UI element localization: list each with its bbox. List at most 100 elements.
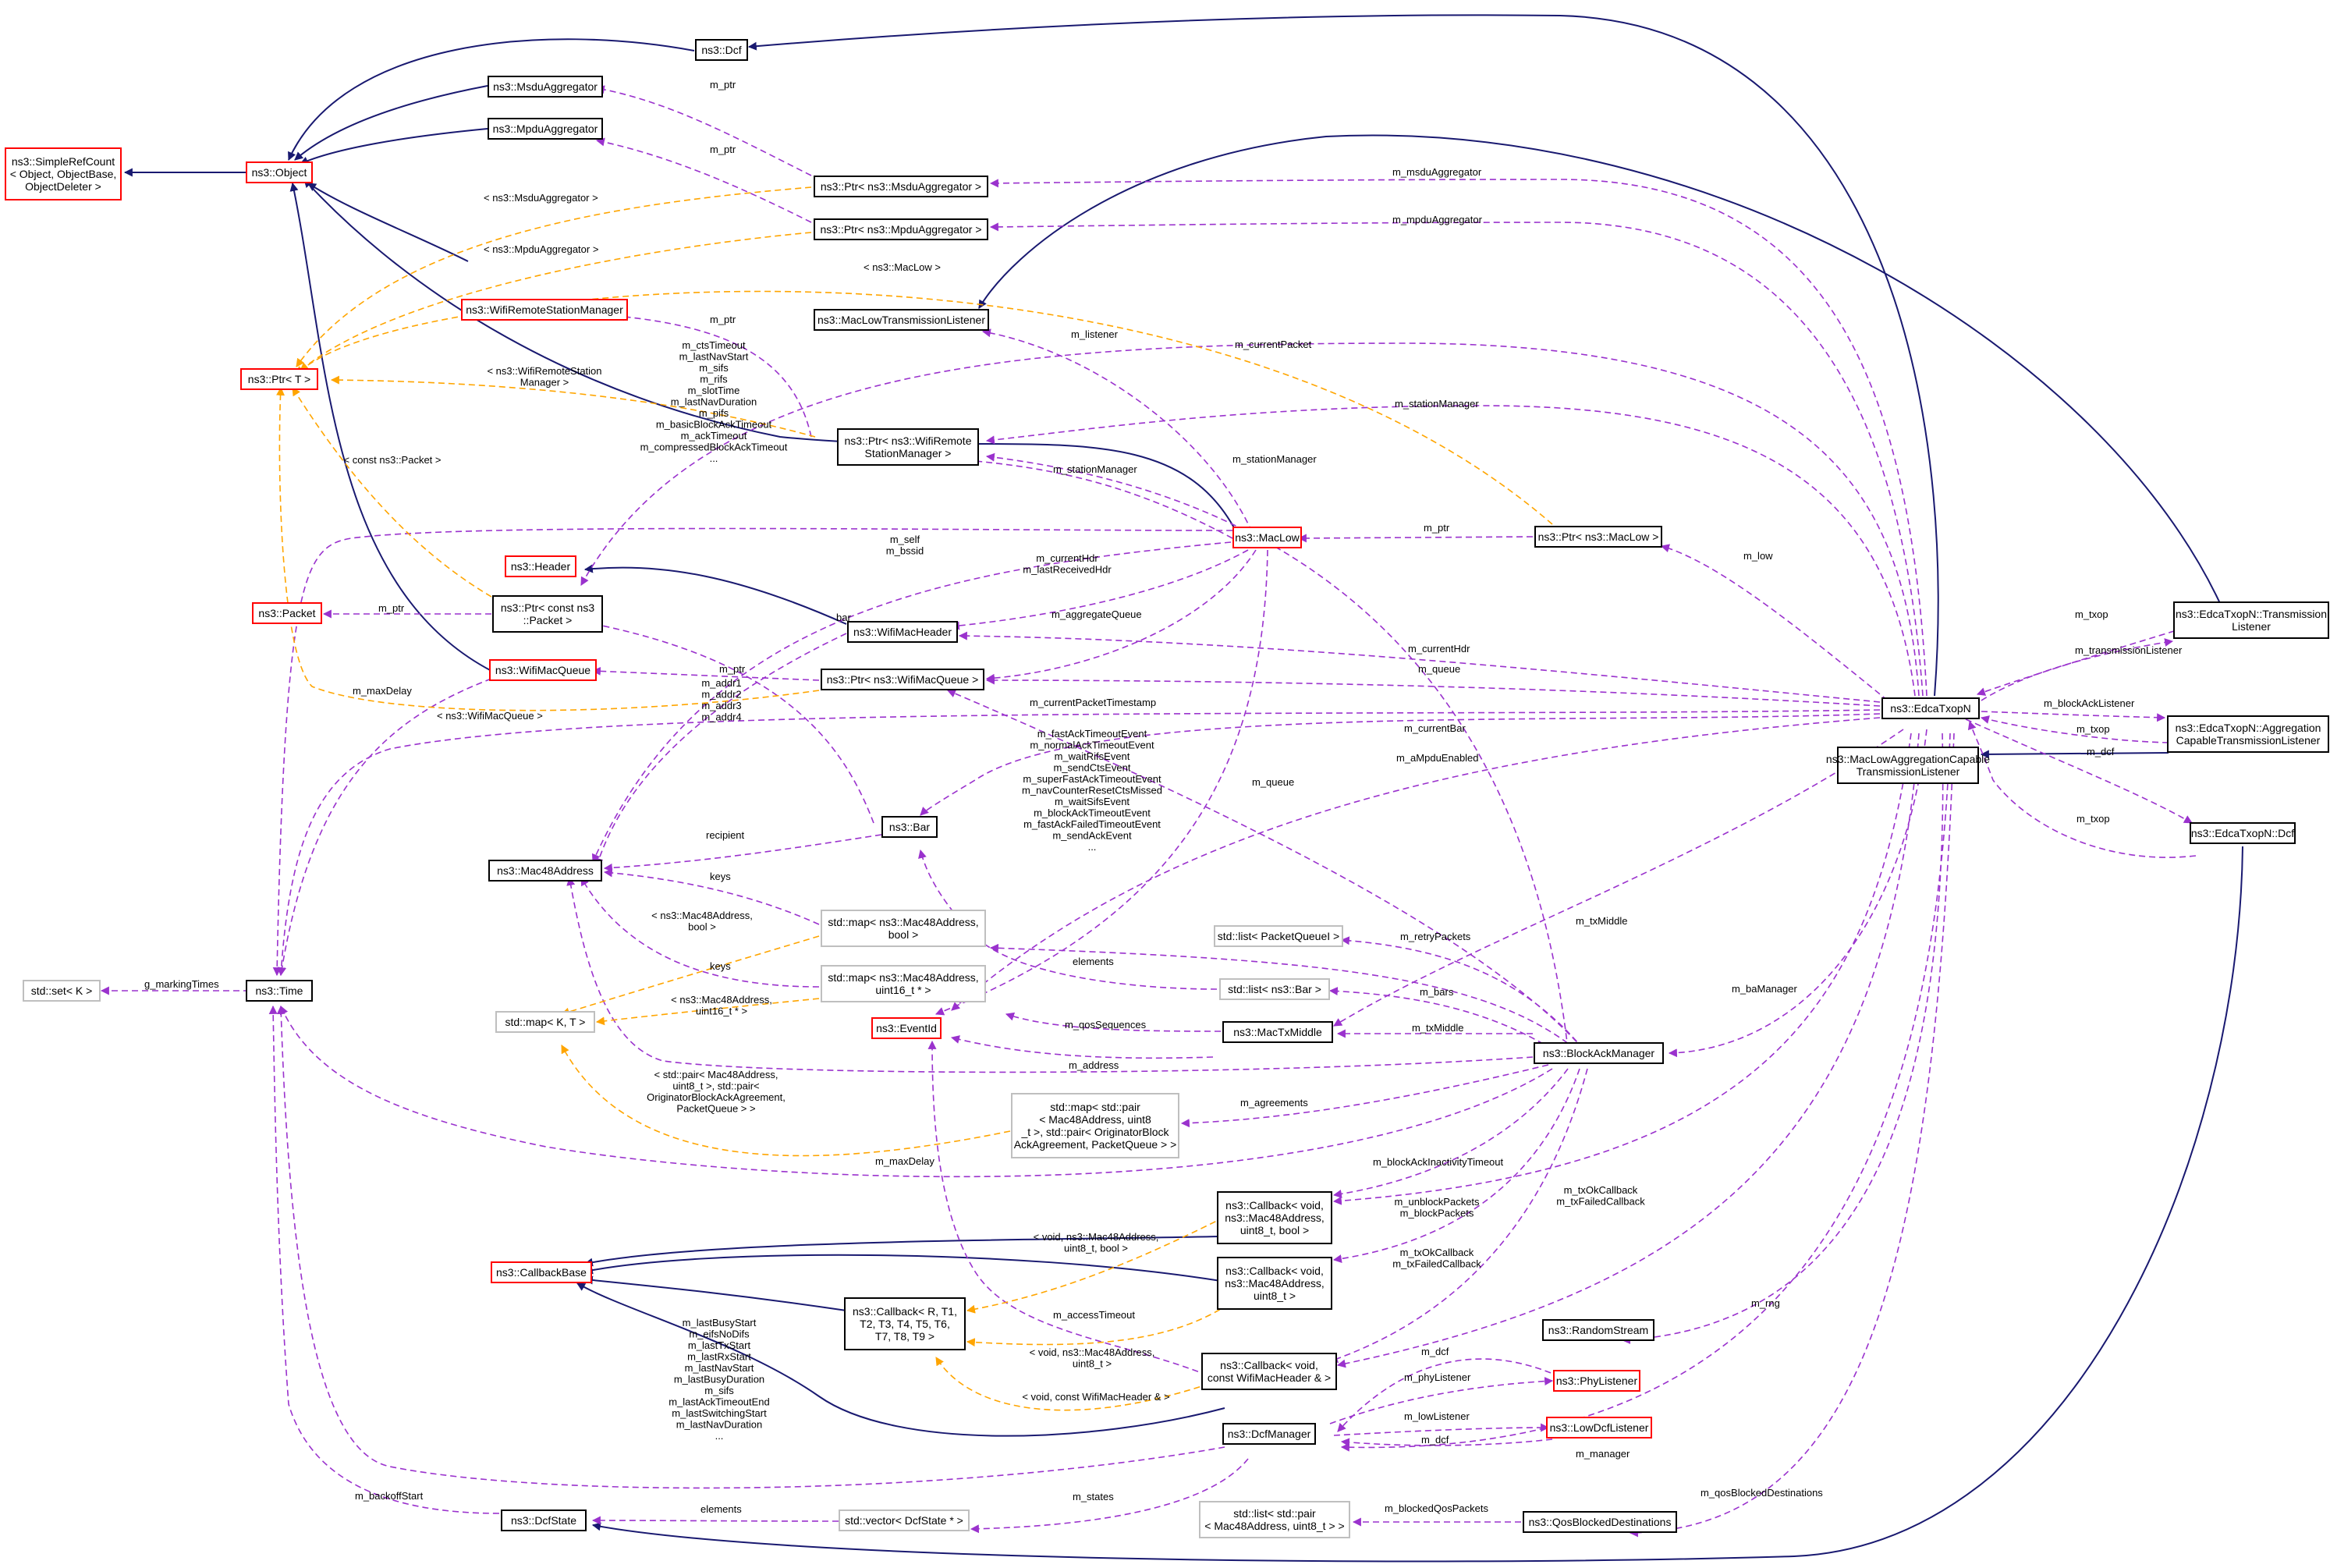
edge-label: m_aMpduEnabled (1396, 752, 1479, 764)
node-box (1232, 527, 1302, 548)
class-node-set-k[interactable]: std::set< K > (23, 980, 101, 1002)
edge-tmpl-ptrwrsm (330, 375, 816, 438)
node-box (252, 602, 322, 624)
class-node-callback-void-mac48address-uint8[interactable]: ns3::Callback< void,ns3::Mac48Address,ui… (1217, 1257, 1332, 1310)
node-label: ns3::MacLow (1235, 531, 1300, 544)
class-node-simplerefcount[interactable]: ns3::SimpleRefCount< Object, ObjectBase,… (5, 147, 122, 200)
class-node-edcatxopn-dcf[interactable]: ns3::EdcaTxopN::Dcf (2190, 822, 2296, 844)
node-box (246, 161, 313, 183)
node-label: ns3::Time (256, 984, 303, 997)
class-node-callback-void-const-wifimacheader[interactable]: ns3::Callback< void,const WifiMacHeader … (1201, 1353, 1337, 1390)
edge-mapbool-mac48 (603, 868, 820, 925)
class-node-mpduaggregator[interactable]: ns3::MpduAggregator (488, 118, 603, 140)
class-node-ptr-wifiremotestationmanager[interactable]: ns3::Ptr< ns3::WifiRemoteStationManager … (837, 428, 979, 466)
class-node-blockackmanager[interactable]: ns3::BlockAckManager (1534, 1042, 1664, 1064)
class-node-wifiremotestationmanager[interactable]: ns3::WifiRemoteStationManager (461, 299, 628, 321)
class-node-mac48address[interactable]: ns3::Mac48Address (488, 860, 602, 882)
class-node-list-packetqueuei[interactable]: std::list< PacketQueueI > (1214, 925, 1343, 947)
node-label: ns3::EdcaTxopN::Dcf (2191, 827, 2294, 839)
class-node-ptr-maclow[interactable]: ns3::Ptr< ns3::MacLow > (1534, 526, 1662, 548)
edge-ptrpacket-mac48-bar (564, 615, 874, 824)
class-node-vector-dcfstate[interactable]: std::vector< DcfState * > (839, 1509, 970, 1531)
node-label: std::map< K, T > (505, 1016, 586, 1028)
class-node-map-k-t[interactable]: std::map< K, T > (495, 1011, 595, 1033)
class-node-callbackbase[interactable]: ns3::CallbackBase (491, 1261, 592, 1283)
edge-mpdu-object (299, 128, 488, 165)
node-box (1011, 1093, 1179, 1158)
class-node-lowdcflistener[interactable]: ns3::LowDcfListener (1546, 1417, 1652, 1439)
class-node-bar[interactable]: ns3::Bar (881, 816, 938, 838)
edge-maclow-eventid (934, 549, 1268, 1016)
class-node-randomstream[interactable]: ns3::RandomStream (1542, 1319, 1654, 1341)
node-box (489, 659, 597, 681)
class-node-maclow[interactable]: ns3::MacLow (1232, 527, 1302, 548)
edge-label: m_ptr (1424, 522, 1450, 534)
class-node-ptr-t[interactable]: ns3::Ptr< T > (240, 368, 318, 390)
edge-label: m_dcf (2087, 746, 2115, 757)
class-node-transmissionlistener[interactable]: ns3::EdcaTxopN::TransmissionListener (2173, 601, 2329, 639)
class-node-ptr-const-packet[interactable]: ns3::Ptr< const ns3::Packet > (492, 595, 603, 633)
class-node-mactxmiddle[interactable]: ns3::MacTxMiddle (1222, 1021, 1333, 1043)
node-label: ns3::Bar (889, 821, 930, 833)
class-node-dcfmanager[interactable]: ns3::DcfManager (1222, 1423, 1316, 1445)
class-node-wifimacqueue[interactable]: ns3::WifiMacQueue (489, 659, 597, 681)
class-node-qosblockeddestinations[interactable]: ns3::QosBlockedDestinations (1523, 1511, 1677, 1533)
edge-label: m_states (1073, 1491, 1114, 1502)
node-box (1881, 697, 1980, 719)
class-node-wifimacheader[interactable]: ns3::WifiMacHeader (847, 621, 958, 643)
edge-ptrmsdu-msdu (595, 85, 812, 176)
edge-bam-time (280, 1005, 1553, 1178)
node-label: ns3::Mac48Address, (1225, 1277, 1325, 1290)
class-node-callback-void-mac48address-uint8-bool[interactable]: ns3::Callback< void,ns3::Mac48Address,ui… (1217, 1191, 1332, 1244)
edge-label: m_low (1743, 550, 1773, 562)
class-node-eventid[interactable]: ns3::EventId (871, 1017, 942, 1039)
edge-label: m_qosBlockedDestinations (1701, 1487, 1823, 1499)
class-node-aggregationcapabletransmissionlistener[interactable]: ns3::EdcaTxopN::AggregationCapableTransm… (2167, 715, 2329, 753)
class-node-map-mac48address-uint16[interactable]: std::map< ns3::Mac48Address,uint16_t * > (821, 965, 986, 1002)
class-node-maclowaggregationcapabletransmissionlistener[interactable]: ns3::MacLowAggregationCapableTransmissio… (1826, 747, 1990, 784)
node-label: ns3::MsduAggregator (493, 80, 598, 93)
edge-edca-cbbool (1332, 733, 1912, 1205)
class-node-phylistener[interactable]: ns3::PhyListener (1553, 1370, 1640, 1392)
node-box (23, 980, 101, 1002)
node-label: ObjectDeleter > (25, 180, 101, 193)
node-box (2190, 822, 2296, 844)
class-node-maclowtransmissionlistener[interactable]: ns3::MacLowTransmissionListener (814, 309, 989, 331)
edge-label: elements (1073, 956, 1114, 967)
node-box (814, 309, 989, 331)
class-node-map-pair-originatorblockackagreement[interactable]: std::map< std::pair< Mac48Address, uint8… (1011, 1093, 1179, 1158)
edge-bam-ptrwrsm (985, 452, 1569, 1050)
edge-label: g_markingTimes (144, 978, 219, 990)
edge-label: m_txop (2076, 723, 2110, 735)
node-label: ns3::Header (511, 560, 571, 573)
class-node-list-bar[interactable]: std::list< ns3::Bar > (1219, 978, 1330, 1000)
class-node-list-pair-mac48address-uint8[interactable]: std::list< std::pair< Mac48Address, uint… (1199, 1501, 1350, 1538)
edge-lowdcf-dcfm (1340, 1438, 1553, 1447)
class-node-msduaggregator[interactable]: ns3::MsduAggregator (488, 76, 603, 98)
node-box (814, 176, 988, 197)
class-node-ptr-wifimacqueue[interactable]: ns3::Ptr< ns3::WifiMacQueue > (821, 669, 984, 690)
class-node-header[interactable]: ns3::Header (505, 555, 576, 577)
node-label: ns3::RandomStream (1548, 1324, 1648, 1336)
edge-label: m_txop (2075, 608, 2108, 620)
node-label: Listener (2232, 620, 2271, 633)
class-node-dcf[interactable]: ns3::Dcf (695, 39, 748, 61)
class-node-ptr-msduaggregator[interactable]: ns3::Ptr< ns3::MsduAggregator > (814, 176, 988, 197)
node-label: ns3::Ptr< ns3::MpduAggregator > (820, 223, 981, 236)
class-node-callback-r-t1-t9[interactable]: ns3::Callback< R, T1,T2, T3, T4, T5, T6,… (844, 1297, 966, 1350)
edge-label: < ns3::Mac48Address,uint16_t * > (671, 994, 772, 1017)
node-label: std::list< ns3::Bar > (1228, 983, 1321, 995)
class-node-ptr-mpduaggregator[interactable]: ns3::Ptr< ns3::MpduAggregator > (814, 218, 988, 240)
edge-ptrwrsm-wrsm (615, 312, 812, 438)
node-box (240, 368, 318, 390)
edge-tl-mltl (978, 134, 2224, 611)
edge-edca-ptrwrsm (985, 405, 1916, 697)
class-node-packet[interactable]: ns3::Packet (252, 602, 322, 624)
class-node-object[interactable]: ns3::Object (246, 161, 313, 183)
class-node-dcfstate[interactable]: ns3::DcfState (501, 1509, 587, 1531)
class-node-edcatxopn[interactable]: ns3::EdcaTxopN (1881, 697, 1980, 719)
class-node-time[interactable]: ns3::Time (246, 980, 313, 1002)
class-node-map-mac48address-bool[interactable]: std::map< ns3::Mac48Address,bool > (821, 910, 986, 947)
